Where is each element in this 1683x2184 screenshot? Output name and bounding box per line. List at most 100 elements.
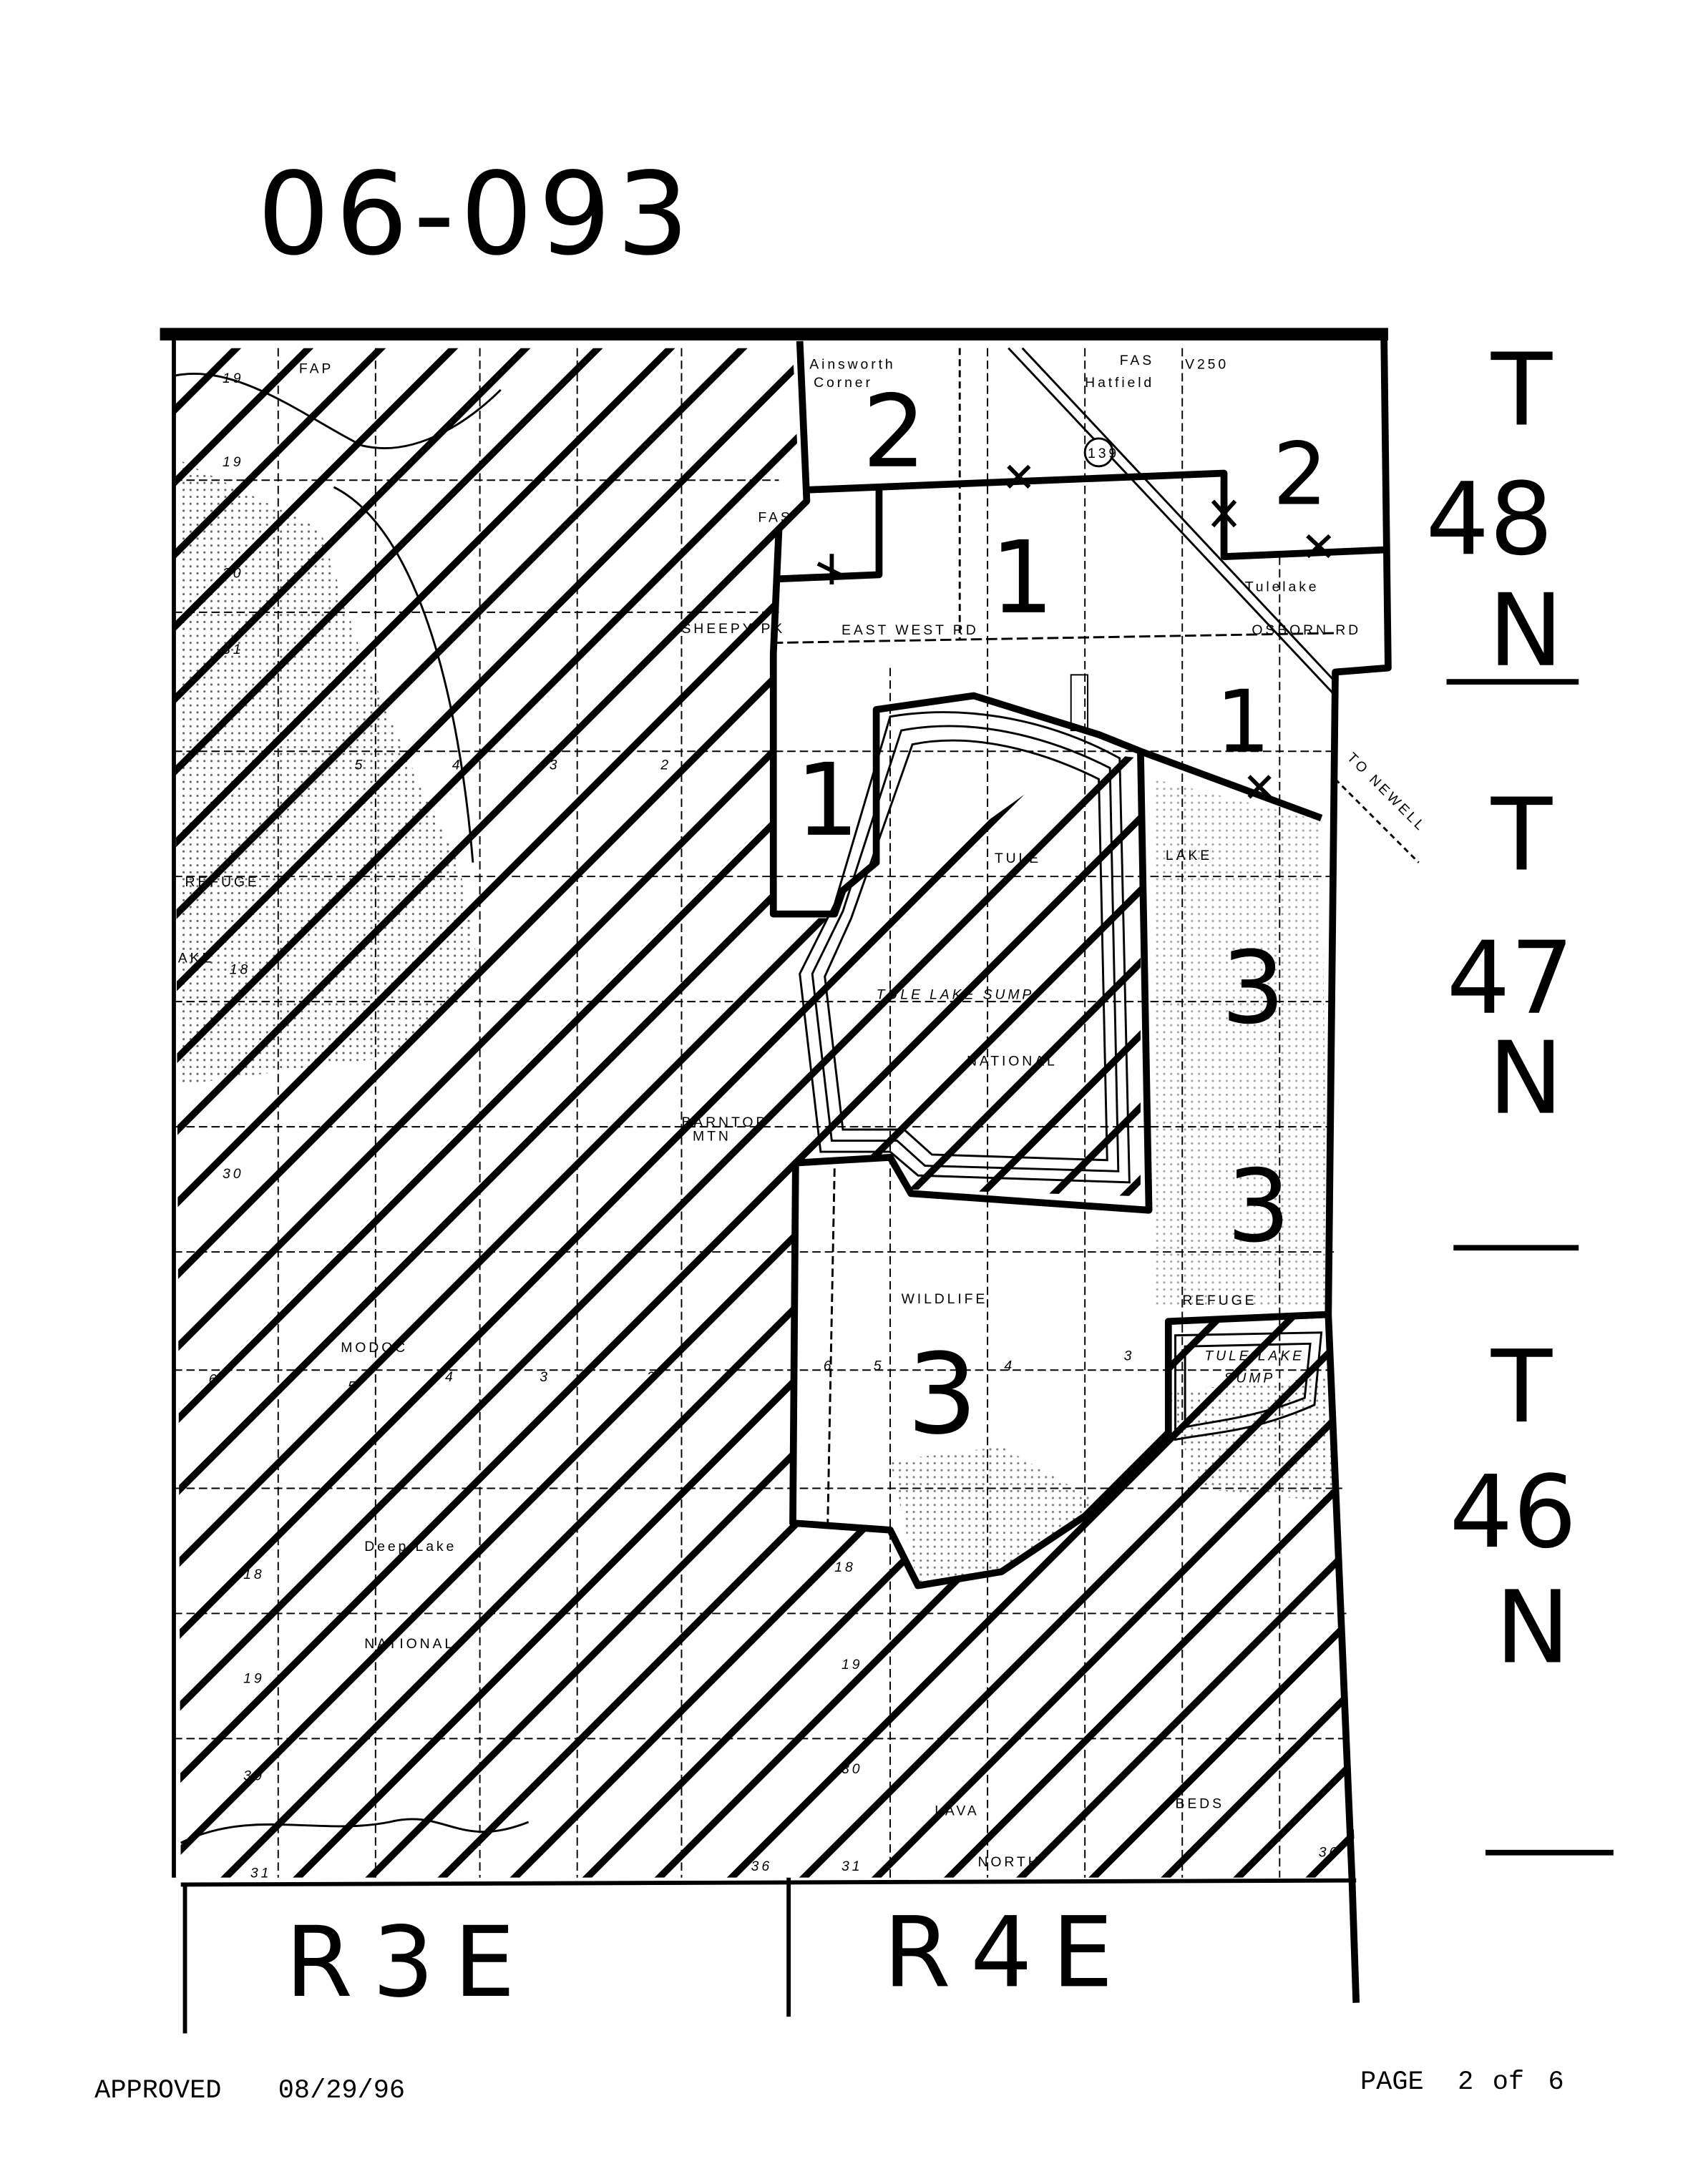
zone-1-label: 1: [796, 743, 859, 859]
svg-text:Tulelake: Tulelake: [1245, 579, 1319, 595]
hatch-line: [173, 348, 1091, 1878]
section-number: 6: [824, 1358, 834, 1373]
svg-text:LAVA: LAVA: [935, 1803, 979, 1818]
section-number: 31: [223, 642, 243, 657]
section-number: 18: [834, 1559, 855, 1575]
svg-text:Deep Lake: Deep Lake: [364, 1539, 457, 1554]
township-n: N: [1496, 1570, 1571, 1686]
hatch-line: [173, 348, 1018, 1878]
svg-text:OSBORN RD: OSBORN RD: [1252, 622, 1361, 638]
section-grid: [173, 348, 1350, 1878]
hatch-line: [173, 348, 729, 1878]
map-frame: [160, 328, 1392, 2034]
section-number: 5: [874, 1358, 884, 1373]
svg-text:SHEEPY PK: SHEEPY PK: [681, 621, 785, 637]
hatch-line: [859, 348, 1357, 1878]
township-n: N: [1488, 1021, 1564, 1137]
map-id-title: 06-093: [258, 147, 695, 280]
svg-text:TULE LAKE: TULE LAKE: [1204, 1348, 1304, 1364]
svg-text:V250: V250: [1185, 357, 1229, 373]
hatch-line: [173, 348, 512, 1878]
svg-text:SUMP: SUMP: [1224, 1371, 1276, 1386]
section-number: 3: [1124, 1348, 1135, 1364]
svg-text:FAP: FAP: [299, 361, 333, 377]
zone-2-label: 2: [862, 374, 926, 491]
page-current: 2: [1458, 2067, 1473, 2097]
zone-3-label: 3: [907, 1330, 977, 1459]
section-number: 30: [841, 1761, 862, 1777]
section-number: 7: [230, 851, 240, 866]
svg-text:NATIONAL: NATIONAL: [967, 1054, 1058, 1069]
hatch-line: [173, 348, 874, 1878]
zone-boundaries: [769, 341, 1389, 1590]
hatch-line: [0, 293, 75, 1891]
svg-text:FAS: FAS: [758, 510, 792, 526]
township-labels: T 48 N T 47 N T 46 N: [1425, 332, 1614, 1856]
section-number: 30: [223, 1166, 243, 1182]
section-number: 30: [243, 1768, 264, 1784]
boundary-x-markers: [816, 464, 1332, 799]
range-label-r3e: R3E: [285, 1906, 535, 2019]
map-place-labels: FAP Ainsworth Corner FAS V250 Hatfield F…: [178, 353, 1430, 1870]
approved-label: APPROVED: [94, 2076, 221, 2106]
hatch-line: [0, 293, 147, 1891]
svg-text:REFUGE: REFUGE: [185, 874, 260, 890]
hatch-line: [643, 348, 1357, 1878]
page-total: 6: [1548, 2067, 1564, 2097]
hatch-line: [173, 348, 1357, 1878]
zone-1-label: 1: [1216, 672, 1271, 772]
footer: APPROVED 08/29/96 PAGE 2 of 6: [94, 2067, 1564, 2106]
hatch-line: [1004, 348, 1357, 1878]
hatch-line: [932, 348, 1357, 1878]
svg-text:Corner: Corner: [814, 375, 873, 391]
section-number: 2: [646, 1369, 658, 1385]
svg-text:TULE: TULE: [995, 851, 1041, 866]
zone-3-label: 3: [1226, 1148, 1290, 1265]
section-number: 2: [660, 758, 671, 773]
hatch-line: [715, 348, 1357, 1878]
hatch-line: [209, 348, 1357, 1878]
page-label: PAGE: [1360, 2067, 1424, 2097]
svg-text:LAKE: LAKE: [1166, 848, 1212, 863]
svg-text:NORTH: NORTH: [977, 1854, 1040, 1870]
hatch-line: [173, 348, 801, 1878]
section-number: 19: [243, 1671, 264, 1687]
svg-text:EAST WEST RD: EAST WEST RD: [841, 622, 979, 638]
zone-2-label: 2: [1273, 424, 1328, 524]
svg-text:NATIONAL: NATIONAL: [364, 1636, 455, 1652]
township-n: N: [1488, 573, 1564, 690]
svg-text:MTN: MTN: [693, 1129, 731, 1145]
svg-text:Hatfield: Hatfield: [1085, 375, 1154, 391]
svg-text:BARNTOP: BARNTOP: [681, 1115, 768, 1130]
route-shield-icon: [1083, 437, 1114, 468]
hatch-line: [0, 293, 3, 1891]
zone-1-label: 1: [990, 520, 1054, 637]
approved-date: 08/29/96: [278, 2076, 405, 2106]
township-number: 46: [1449, 1454, 1576, 1571]
section-number: 36: [1319, 1845, 1340, 1861]
hatch-line: [787, 348, 1357, 1878]
hatch-line: [173, 348, 657, 1878]
svg-text:AKE: AKE: [178, 951, 215, 966]
svg-text:BEDS: BEDS: [1176, 1796, 1224, 1812]
section-number: 30: [223, 565, 243, 581]
hatch-line: [281, 348, 1357, 1878]
lake-contours: [799, 711, 1323, 1441]
svg-text:MODOC: MODOC: [341, 1340, 408, 1356]
zone-3-label: 3: [1221, 930, 1285, 1047]
section-number: 3: [540, 1369, 550, 1385]
section-number: 31: [250, 1866, 271, 1881]
svg-text:WILDLIFE: WILDLIFE: [902, 1291, 988, 1307]
township-t: T: [1491, 777, 1553, 893]
township-number: 47: [1447, 921, 1574, 1037]
section-number: 36: [751, 1859, 772, 1874]
section-number: 19: [841, 1657, 862, 1673]
range-label-r4e: R4E: [883, 1896, 1133, 2009]
section-number: 4: [1004, 1358, 1015, 1373]
township-number: 48: [1425, 461, 1553, 578]
svg-text:TO NEWELL: TO NEWELL: [1344, 750, 1429, 835]
section-number: 4: [452, 758, 463, 773]
section-number: 5: [355, 758, 366, 773]
township-t: T: [1491, 1329, 1553, 1446]
zone-labels: 2 2 1 1 1 3 3 3: [796, 374, 1327, 1459]
